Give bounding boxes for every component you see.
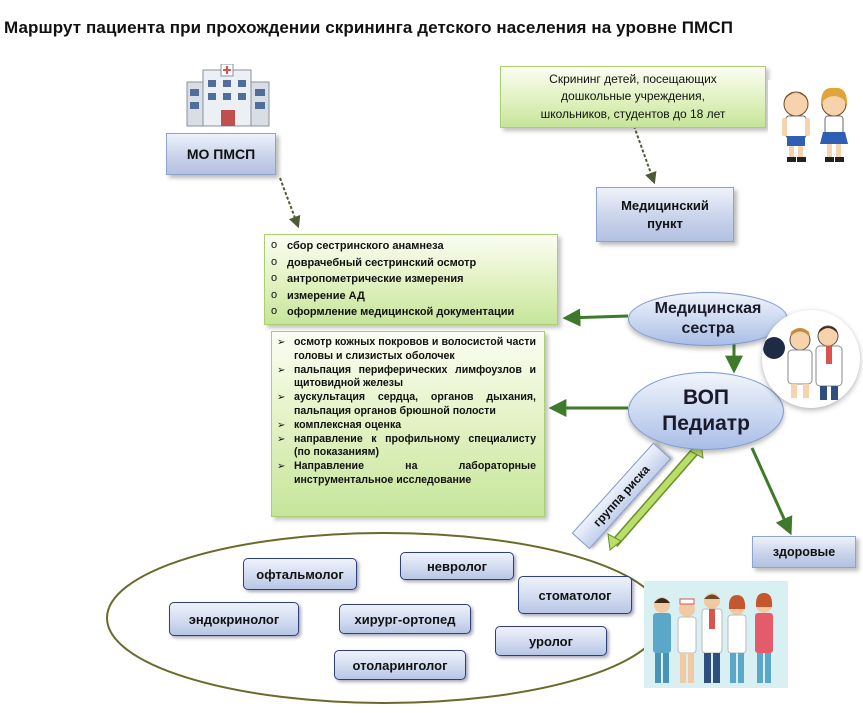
list-item: доврачебный сестринский осмотр — [265, 254, 557, 272]
list-item: аускультация сердца, органов дыхания, па… — [272, 391, 536, 419]
mo-pmsp-label: МО ПМСП — [186, 146, 256, 162]
nurse-line1: Медицинская — [654, 300, 762, 317]
mo-pmsp-box: МО ПМСП — [166, 133, 276, 175]
nurse-tasks-box: сбор сестринского анамнеза доврачебный с… — [264, 234, 558, 325]
hospital-icon — [185, 63, 271, 128]
specialist-label: эндокринолог — [188, 611, 280, 627]
specialist-dentist: стоматолог — [518, 576, 632, 614]
children-illustration — [768, 80, 860, 166]
specialist-otolaryngologist: отоларинголог — [334, 650, 466, 680]
arrow-nurse-to-tasks — [562, 308, 629, 327]
list-item: комплексная оценка — [272, 419, 536, 433]
healthy-box: здоровые — [752, 536, 856, 568]
medical-team-illustration — [644, 581, 788, 688]
specialist-label: хирург-ортопед — [354, 611, 456, 627]
nurse-line2: сестра — [681, 320, 735, 337]
arrow-screening-to-point — [633, 125, 657, 185]
specialist-ophthalmologist: офтальмолог — [243, 558, 357, 590]
specialist-label: офтальмолог — [256, 566, 344, 582]
specialist-label: стоматолог — [538, 587, 612, 603]
list-item: осмотр кожных покровов и волосистой част… — [272, 336, 536, 364]
list-item: оформление медицинской документации — [265, 303, 557, 321]
doctor-line1: ВОП — [682, 386, 730, 409]
specialist-label: отоларинголог — [352, 657, 448, 673]
doctor-line2: Педиатр — [662, 412, 750, 435]
specialist-endocrinologist: эндокринолог — [169, 602, 299, 636]
arrow-mo-to-tasks — [279, 177, 301, 229]
doctor-tasks-box: осмотр кожных покровов и волосистой част… — [271, 331, 545, 517]
medical-point-line1: Медицинский — [621, 197, 709, 213]
list-item: антропометрические измерения — [265, 270, 557, 288]
list-item: Направление на лабораторные инструментал… — [272, 460, 536, 488]
nurse-node: Медицинская сестра — [628, 292, 788, 346]
list-item: сбор сестринского анамнеза — [265, 237, 557, 255]
screening-line: Скрининг детей, посещающих — [549, 71, 717, 86]
list-item: пальпация периферических лимфоузлов и щи… — [272, 364, 536, 392]
medical-point-box: Медицинский пункт — [596, 187, 734, 242]
list-item: направление к профильному специалисту (п… — [272, 433, 536, 461]
screening-line: дошкольные учреждения, — [561, 89, 705, 104]
specialist-label: уролог — [528, 633, 574, 649]
doctors-illustration — [762, 310, 860, 408]
specialist-orthopedic-surgeon: хирург-ортопед — [339, 604, 471, 634]
specialist-label: невролог — [426, 558, 488, 574]
specialist-urologist: уролог — [495, 626, 607, 656]
specialist-neurologist: невролог — [400, 552, 514, 580]
doctor-tasks-list: осмотр кожных покровов и волосистой част… — [272, 336, 536, 488]
screening-text: Скрининг детей, посещающих дошкольные уч… — [541, 71, 726, 124]
screening-box: Скрининг детей, посещающих дошкольные уч… — [500, 66, 766, 128]
arrow-doctor-to-healthy — [750, 447, 793, 536]
doctor-node: ВОП Педиатр — [628, 372, 784, 450]
medical-point-line2: пункт — [647, 215, 683, 231]
screening-line: школьников, студентов до 18 лет — [540, 106, 726, 121]
nurse-tasks-list: сбор сестринского анамнеза доврачебный с… — [265, 237, 557, 321]
list-item: измерение АД — [265, 287, 557, 305]
healthy-label: здоровые — [772, 545, 836, 559]
page-title: Маршрут пациента при прохождении скринин… — [4, 18, 734, 37]
